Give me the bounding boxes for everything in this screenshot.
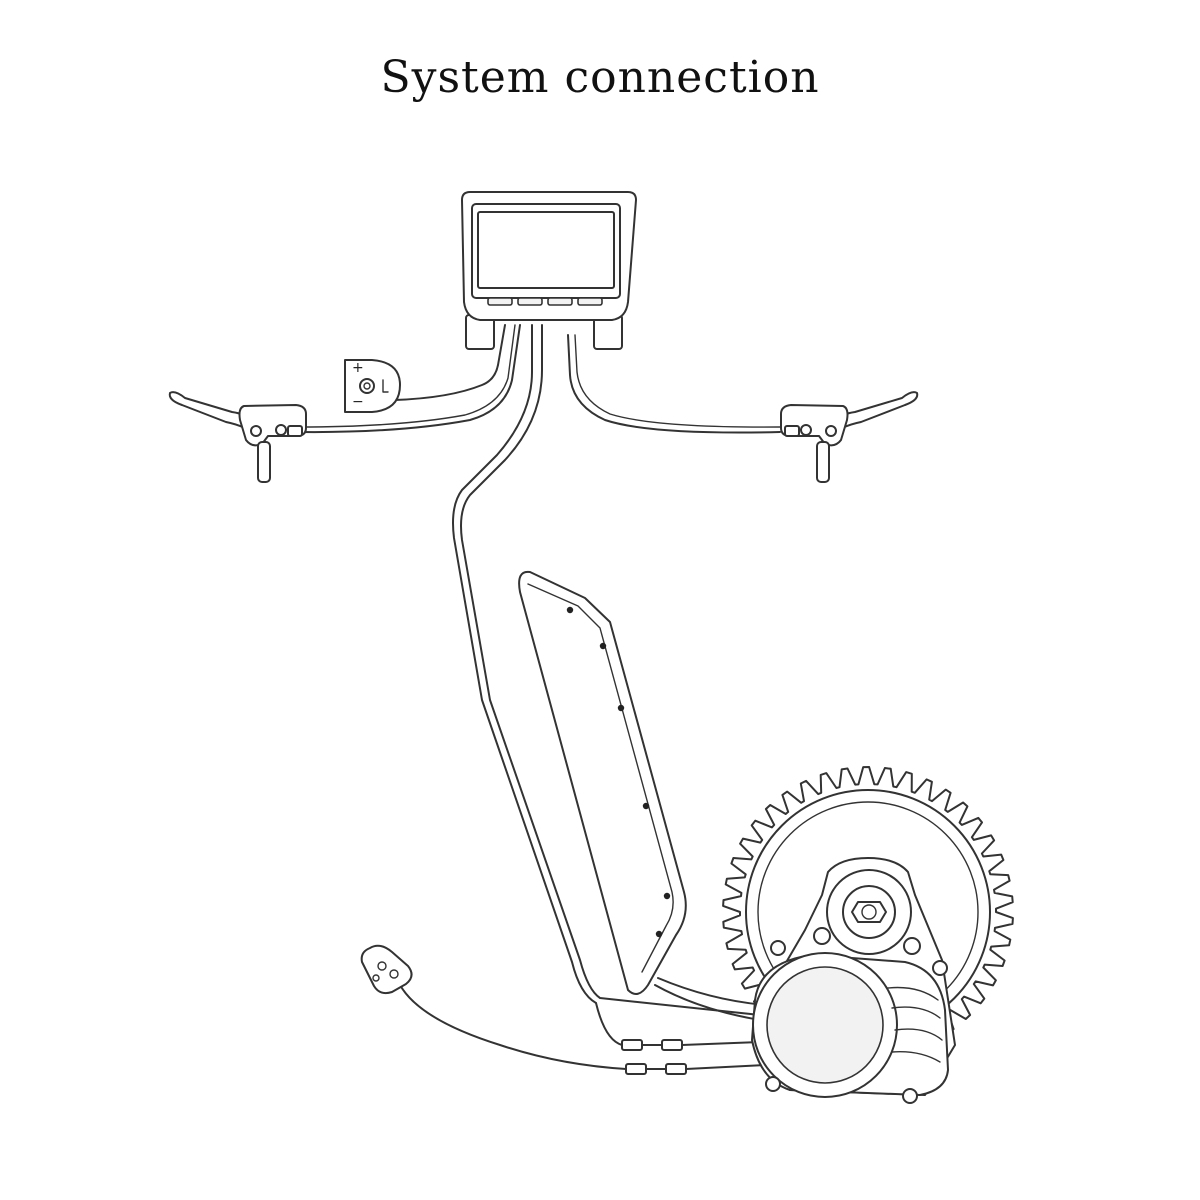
connector xyxy=(625,1063,647,1075)
display-button xyxy=(577,297,603,306)
speed-sensor-icon xyxy=(360,944,413,995)
connector xyxy=(661,1039,683,1051)
mid-drive-motor-icon xyxy=(751,857,956,1104)
display-button xyxy=(517,297,543,306)
battery-icon xyxy=(518,570,687,995)
page-title: System connection xyxy=(380,52,820,103)
display-button xyxy=(487,297,513,306)
connector xyxy=(665,1063,687,1075)
right-brake-lever-icon xyxy=(780,391,919,483)
connector xyxy=(621,1039,643,1051)
cables xyxy=(299,324,781,1075)
remote-plus-label: + xyxy=(352,360,364,376)
remote-minus-label: − xyxy=(352,394,364,410)
display-icon xyxy=(461,191,637,350)
display-button xyxy=(547,297,573,306)
remote-control-icon: + − xyxy=(344,359,401,413)
left-brake-lever-icon xyxy=(168,391,307,483)
